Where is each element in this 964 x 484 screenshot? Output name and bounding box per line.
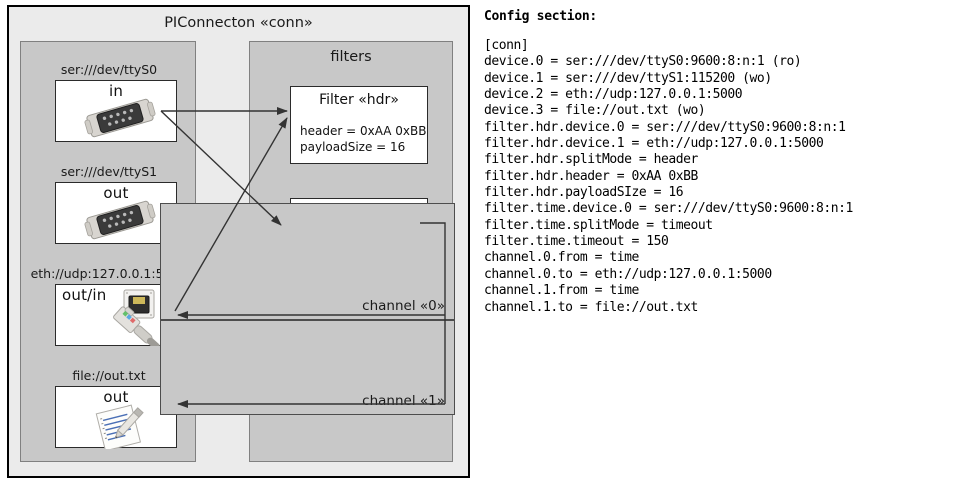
config-line: filter.time.timeout = 150 <box>484 234 669 250</box>
filter-hdr-title: Filter «hdr» <box>319 92 399 108</box>
config-line: filter.hdr.device.0 = ser:///dev/ttyS0:9… <box>484 119 846 135</box>
channel-box-0[interactable]: channel «0» <box>160 203 455 320</box>
device-card-ttyS0[interactable]: in <box>55 80 177 142</box>
filter-hdr-prop-payloadsize: payloadSize = 16 <box>300 140 406 154</box>
config-line: device.0 = ser:///dev/ttyS0:9600:8:n:1 (… <box>484 54 802 70</box>
device-card-ttyS1[interactable]: out <box>55 182 177 244</box>
device-io-eth: out/in <box>62 286 107 304</box>
device-label-ttyS0: ser:///dev/ttyS0 <box>60 62 158 77</box>
device-io-ttyS1: out <box>103 184 129 202</box>
config-line: filter.hdr.splitMode = header <box>484 152 698 168</box>
ethernet-jack-icon <box>113 289 160 346</box>
filter-card-hdr[interactable]: Filter «hdr» header = 0xAA 0xBB payloadS… <box>290 86 428 164</box>
channel-1-label: channel «1» <box>362 393 445 409</box>
filters-panel: filters Filter «hdr» header = 0xAA 0xBB … <box>160 41 455 462</box>
filter-hdr-prop-header: header = 0xAA 0xBB <box>300 124 427 138</box>
config-line: device.1 = ser:///dev/ttyS1:115200 (wo) <box>484 70 772 86</box>
device-label-ttyS1: ser:///dev/ttyS1 <box>60 164 158 179</box>
filters-panel-title: filters <box>330 49 372 65</box>
config-body: [conn]device.0 = ser:///dev/ttyS0:9600:8… <box>484 38 958 316</box>
config-line: [conn] <box>484 38 529 53</box>
config-line: channel.1.from = time <box>484 283 639 299</box>
config-line: device.2 = eth://udp:127.0.0.1:5000 <box>484 87 743 103</box>
config-line: filter.time.splitMode = timeout <box>484 217 713 233</box>
config-heading: Config section: <box>484 9 597 24</box>
config-section: Config section: [conn]device.0 = ser:///… <box>484 9 958 316</box>
config-line: channel.0.from = time <box>484 250 639 266</box>
text-file-icon <box>95 404 144 449</box>
config-line: channel.1.to = file://out.txt <box>484 299 698 315</box>
serial-port-icon <box>84 200 156 240</box>
diagram-title: PIConnecton «conn» <box>164 15 313 31</box>
channel-box-1[interactable]: channel «1» <box>160 320 455 415</box>
config-line: filter.hdr.payloadSIze = 16 <box>484 185 684 201</box>
device-card-eth[interactable]: out/in <box>55 284 177 346</box>
piconnector-component-box: PIConnecton «conn» ser:///dev/ttyS0 in <box>7 5 470 478</box>
config-line: filter.hdr.device.1 = eth://udp:127.0.0.… <box>484 136 824 152</box>
serial-port-icon <box>84 98 156 138</box>
channel-0-label: channel «0» <box>362 298 445 314</box>
device-io-ttyS0: in <box>108 82 124 100</box>
device-card-file[interactable]: out <box>55 386 177 449</box>
config-line: filter.hdr.header = 0xAA 0xBB <box>484 168 698 184</box>
device-label-file: file://out.txt <box>72 368 146 383</box>
config-line: channel.0.to = eth://udp:127.0.0.1:5000 <box>484 266 772 282</box>
config-line: device.3 = file://out.txt (wo) <box>484 103 706 119</box>
device-io-file: out <box>103 388 129 406</box>
config-line: filter.time.device.0 = ser:///dev/ttyS0:… <box>484 201 853 217</box>
device-label-eth: eth://udp:127.0.0.1:5000 <box>30 266 188 281</box>
